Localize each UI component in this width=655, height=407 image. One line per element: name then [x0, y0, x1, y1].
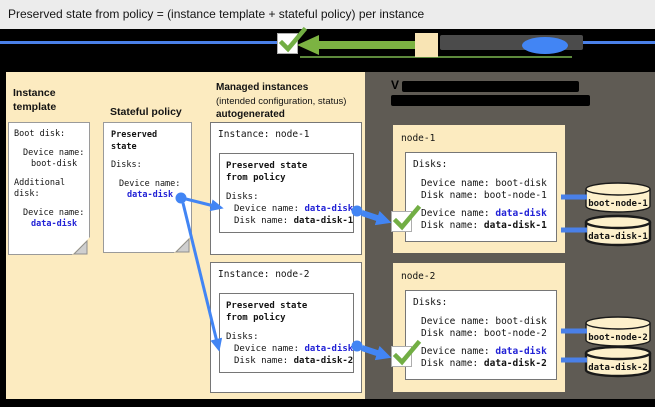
instance-box-node-1: Instance: node-1 Preserved state from po… [210, 122, 362, 255]
svg-text:boot-node-1: boot-node-1 [588, 199, 648, 209]
legend-disk-oval-icon [522, 37, 568, 54]
folded-corner-icon [174, 235, 192, 253]
checkmark-icon [278, 26, 308, 53]
svg-text:data-disk-1: data-disk-1 [588, 231, 648, 242]
svg-text:boot-node-2: boot-node-2 [588, 333, 648, 343]
legend-checkmark [277, 26, 308, 54]
preserved-state-box-node-2: Preserved state from policy Disks: Devic… [219, 293, 354, 373]
legend-template-swatch [415, 33, 438, 57]
disks-box-node-2: Disks: Device name: boot-disk Disk name:… [405, 290, 557, 380]
legend-band [0, 26, 655, 72]
managed-instances-heading: Managed instances (intended configuratio… [216, 82, 347, 120]
vm-heading-redacted-line-2 [391, 95, 590, 106]
stateful-policy-heading: Stateful policy [110, 106, 182, 118]
legend-green-line [300, 56, 572, 58]
instance-template-doc: Boot disk: Device name: boot-disk Additi… [8, 122, 90, 255]
disk-cylinder-boot-node-2: boot-node-2 [585, 316, 651, 347]
disk-cylinder-data-disk-2: data-disk-2 [584, 345, 652, 378]
legend-disk-line-left [0, 41, 278, 44]
diagram-title: Preserved state from policy = (instance … [8, 7, 425, 21]
disk-cylinder-boot-node-1: boot-node-1 [585, 182, 651, 213]
instance-template-heading: Instance template [13, 87, 57, 113]
stateful-policy-doc: Preserved state Disks: Device name: data… [103, 122, 192, 253]
checkmark-icon [392, 204, 422, 231]
vm-heading-redacted-line-1 [402, 81, 579, 92]
legend-apply-arrow-icon [297, 35, 419, 55]
vm-heading-visible-char: V [391, 78, 400, 92]
folded-corner-icon [72, 237, 90, 255]
preserved-state-box-node-1: Preserved state from policy Disks: Devic… [219, 153, 354, 233]
legend-disk-line-right [558, 41, 655, 44]
instance-box-node-2: Instance: node-2 Preserved state from po… [210, 262, 362, 393]
svg-text:data-disk-2: data-disk-2 [588, 362, 648, 373]
checkmark-icon [392, 339, 422, 366]
title-bar: Preserved state from policy = (instance … [0, 0, 655, 29]
disk-cylinder-data-disk-1: data-disk-1 [584, 214, 652, 247]
disks-box-node-1: Disks: Device name: boot-disk Disk name:… [405, 152, 557, 242]
applied-checkmark-node-1 [391, 204, 422, 232]
applied-checkmark-node-2 [391, 339, 422, 367]
